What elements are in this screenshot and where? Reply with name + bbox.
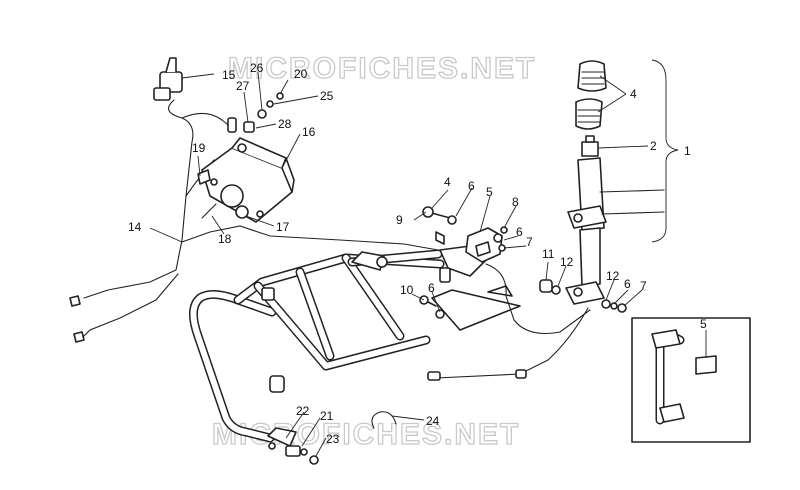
callout-16: 16 (302, 125, 316, 139)
callout-10: 9 (396, 213, 403, 227)
leader-lines (149, 71, 707, 457)
callout-23: 23 (326, 432, 340, 446)
callout-2: 2 (650, 139, 657, 153)
callout-6: 4 (444, 175, 451, 189)
callout-20: 20 (294, 67, 308, 81)
callout-18: 18 (218, 232, 232, 246)
callout-5-inset: 5 (700, 317, 707, 331)
callout-5: 5 (486, 185, 493, 199)
sensor-assembly (539, 60, 665, 313)
callout-15: 15 (222, 68, 236, 82)
callout-13b: 12 (606, 269, 620, 283)
switch-15 (153, 57, 183, 101)
callout-28: 28 (278, 117, 292, 131)
center-bracket (419, 206, 508, 319)
callout-19: 19 (192, 141, 206, 155)
watermark-top: MICROFICHES.NET (228, 52, 536, 85)
callout-8b: 7 (640, 279, 647, 293)
tail-fasteners (285, 445, 319, 465)
callout-21: 21 (320, 409, 334, 423)
callout-13a: 12 (560, 255, 574, 269)
callout-14: 14 (128, 220, 142, 234)
callout-4: 4 (630, 87, 637, 101)
callout-12: 11 (542, 247, 555, 261)
fasteners (197, 92, 284, 219)
control-unit-16 (201, 137, 295, 223)
callout-7b: 6 (516, 225, 523, 239)
wiring-harness (69, 99, 591, 381)
detail-inset (631, 317, 751, 443)
brace-1 (651, 59, 679, 243)
callout-8a: 7 (526, 235, 533, 249)
callout-1: 1 (684, 144, 691, 158)
callout-11: 10 (400, 283, 414, 297)
circlip-24 (371, 411, 397, 429)
callout-22: 22 (296, 404, 310, 418)
callout-26: 26 (250, 61, 264, 75)
callout-25: 25 (320, 89, 334, 103)
callout-27: 27 (236, 79, 250, 93)
callout-labels: 15 26 20 27 25 28 16 19 18 17 14 22 21 2… (128, 61, 707, 446)
callout-7c: 6 (428, 281, 435, 295)
callout-24: 24 (426, 414, 440, 428)
callout-9: 8 (512, 195, 519, 209)
callout-17: 17 (276, 220, 290, 234)
callout-7d: 6 (624, 277, 631, 291)
callout-7a: 6 (468, 179, 475, 193)
